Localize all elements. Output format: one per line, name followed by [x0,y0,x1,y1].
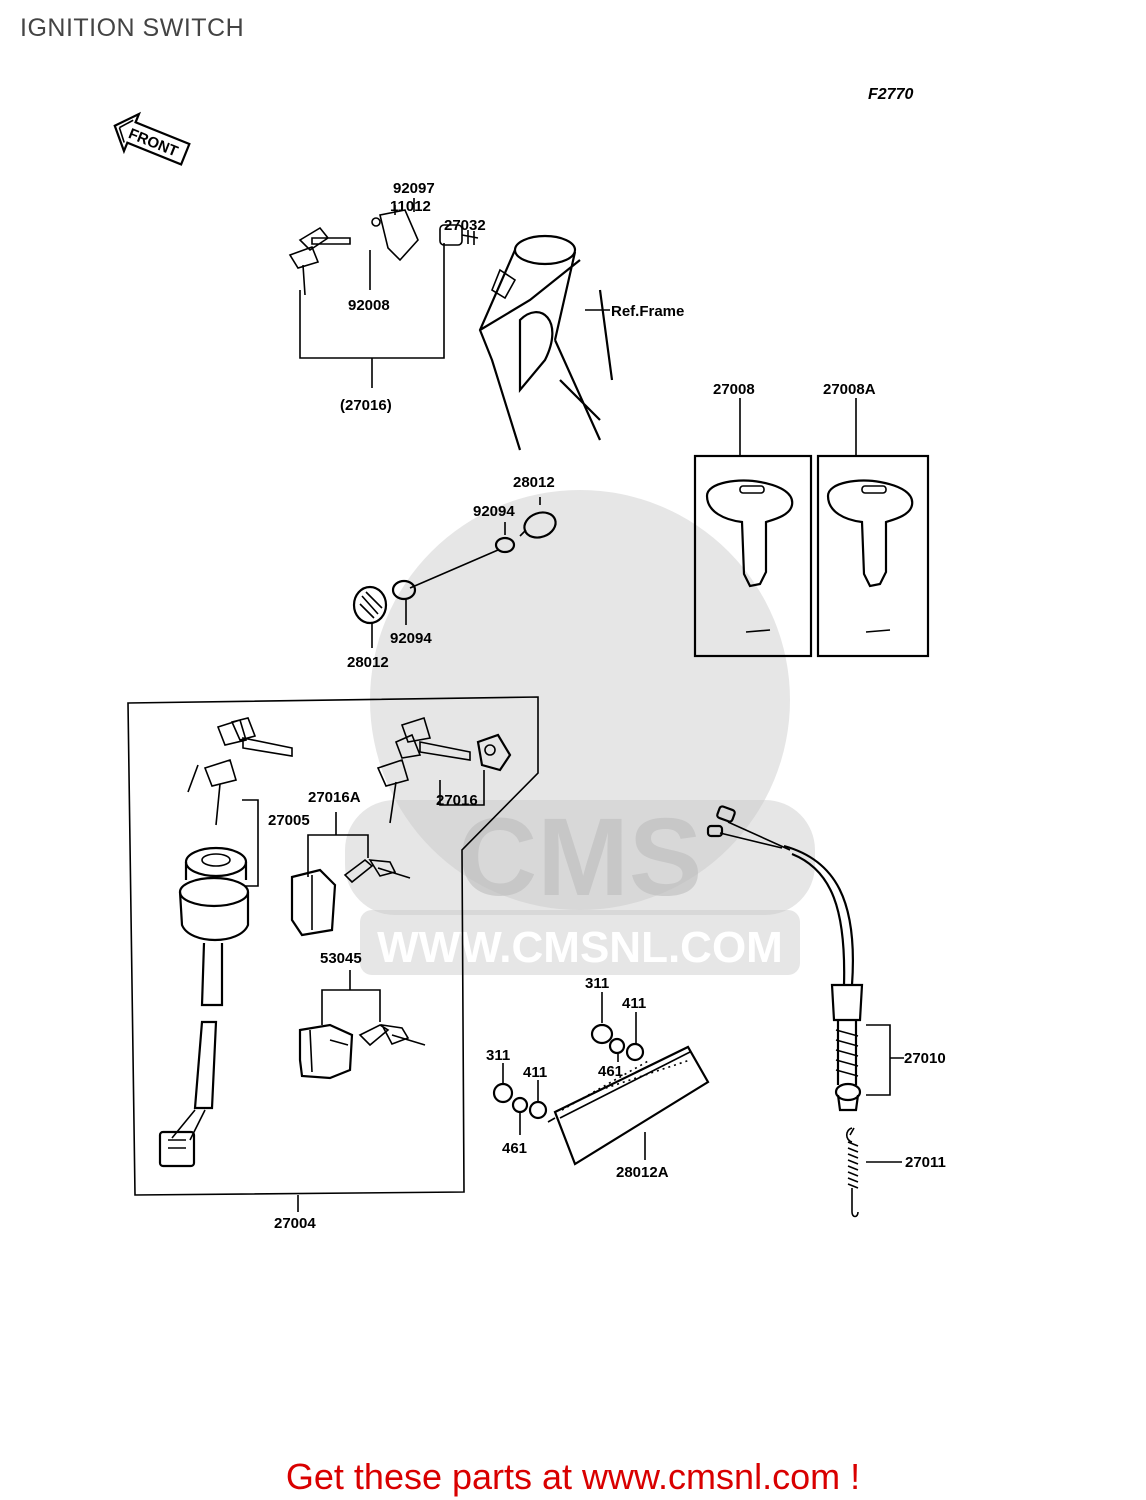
seat-lock-27016a [290,858,411,937]
label-461-bottom: 461 [502,1140,527,1157]
reflector-28012a [547,1045,710,1166]
key-card-27008a [816,454,930,658]
label-28012-bottom: 28012 [347,654,389,671]
watermark-url: WWW.CMSNL.COM [377,923,783,972]
label-11012: 11012 [390,198,431,215]
switch-kit-outline [127,696,539,1196]
ignition-switch-body [158,846,250,1168]
label-27004: 27004 [274,1215,316,1232]
label-27008a: 27008A [823,381,876,398]
cap-washer-set [352,497,557,648]
label-27016-paren: (27016) [340,397,392,414]
label-27016a: 27016A [308,789,361,806]
label-27011: 27011 [905,1154,946,1171]
label-92097: 92097 [393,180,435,197]
label-461-top: 461 [598,1063,623,1080]
spring-27011 [845,1127,859,1218]
watermark-url-bar [360,910,800,975]
brake-light-switch-27010 [706,805,864,1112]
label-27010: 27010 [904,1050,946,1067]
page-title: IGNITION SWITCH [20,14,245,42]
switch-kit-keys-right [376,716,512,824]
label-53045: 53045 [320,950,362,967]
label-ref-frame: Ref.Frame [611,303,684,320]
label-311-top: 311 [585,975,609,992]
label-27032: 27032 [444,217,486,234]
watermark-brand: CMS [458,796,702,919]
frame-reference [478,234,614,451]
label-28012-top: 28012 [513,474,555,491]
label-411-top: 411 [622,995,646,1012]
label-28012a: 28012A [616,1164,669,1181]
label-411-bottom: 411 [523,1064,547,1081]
switch-kit-keys-left [187,717,293,826]
label-92094-top: 92094 [473,503,515,520]
figure-code: F2770 [868,86,913,103]
footer-link[interactable]: Get these parts at www.cmsnl.com ! [285,1456,861,1497]
label-311-bottom: 311 [486,1047,510,1064]
label-92008: 92008 [348,297,390,314]
key-card-27008 [693,454,813,658]
top-key-set [288,198,479,388]
label-27016: 27016 [436,792,478,809]
label-92094-bottom: 92094 [390,630,432,647]
front-arrow-icon: FRONT [113,111,191,166]
front-arrow-label: FRONT [126,125,180,160]
label-27005: 27005 [268,812,310,829]
nut-washer-set [492,992,646,1160]
helmet-lock-53045 [298,1023,426,1080]
label-27008: 27008 [713,381,755,398]
